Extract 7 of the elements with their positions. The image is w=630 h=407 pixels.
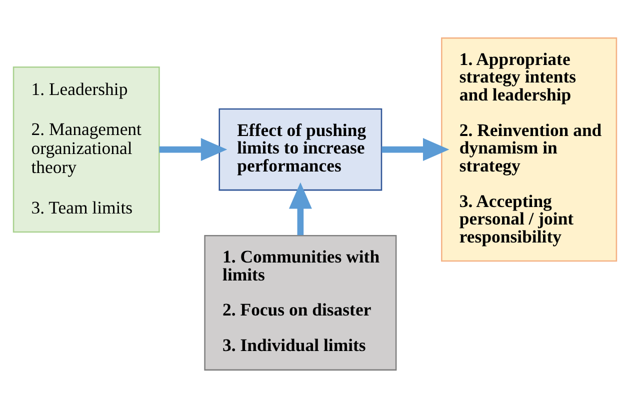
node-box: 1. Leadership 2. Management organizational theory 3. Team limits [12, 66, 160, 232]
node-box: 1. Appropriate strategy intents and leadership 2. Reinvention and dynamism in strategy 3. Accepting personal / joint responsibility [441, 36, 618, 262]
arrow [288, 182, 312, 235]
arrow [159, 138, 228, 161]
node-box: Effect of pushing limits to increase performances [218, 108, 382, 190]
arrow [382, 138, 450, 161]
node-box: 1. Communities with limits 2. Focus on disaster 3. Individual limits [204, 234, 397, 370]
